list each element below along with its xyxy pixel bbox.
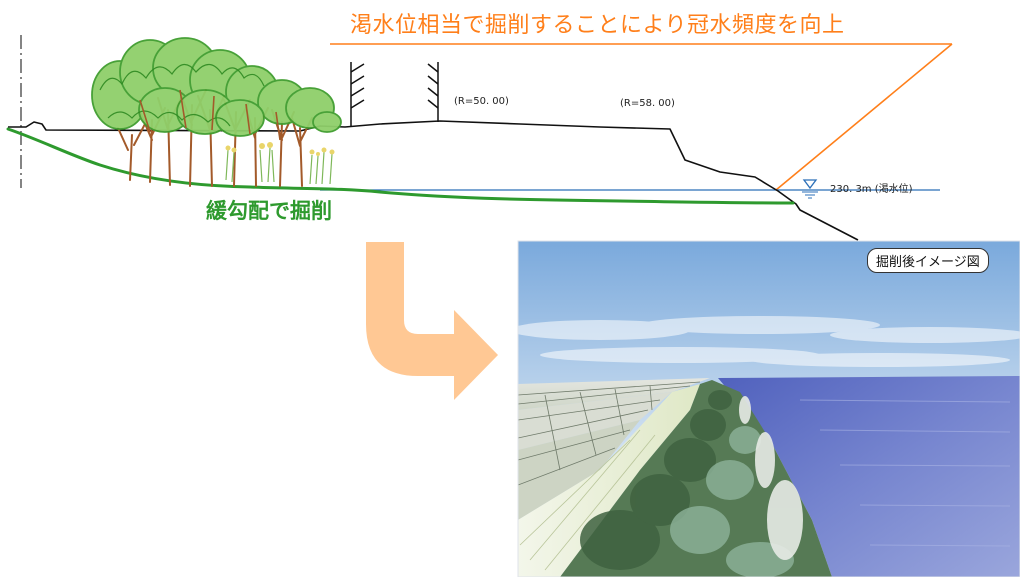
- title-leader-line: [775, 43, 953, 191]
- illustration-frame: [517, 240, 1020, 577]
- after-image-badge: 掘削後イメージ図: [867, 248, 989, 273]
- water-level-symbol-icon: [802, 179, 818, 199]
- excavation-label: 緩勾配で掘削: [206, 199, 332, 223]
- existing-ground-profile: [8, 120, 859, 241]
- signpost-icon: [350, 62, 365, 127]
- transition-arrow: [366, 242, 498, 400]
- signpost-icon: [427, 62, 439, 122]
- water-level-label: 230. 3m (渇水位): [830, 184, 913, 195]
- trees-illustration: [91, 37, 342, 187]
- excavation-profile-line: [6, 127, 795, 205]
- after-excavation-illustration: [518, 241, 1020, 577]
- radius-label-left: (R=50. 00): [454, 96, 509, 107]
- diagram-title: 渇水位相当で掘削することにより冠水頻度を向上: [350, 13, 845, 38]
- radius-label-right: (R=58. 00): [620, 98, 675, 109]
